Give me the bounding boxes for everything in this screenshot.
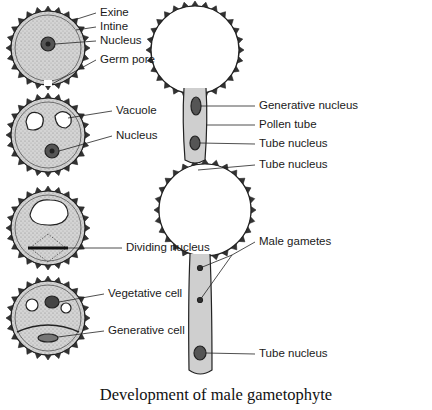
part-label: Generative cell xyxy=(108,325,185,337)
part-label: Male gametes xyxy=(259,236,331,248)
exine-spikes xyxy=(6,93,90,177)
part-label: Pollen tube xyxy=(259,119,317,131)
part-label: Vacuole xyxy=(116,105,157,117)
part-label: Tube nucleus xyxy=(259,348,328,360)
part-label: Tube nucleus xyxy=(259,159,328,171)
exine-spikes xyxy=(6,276,90,360)
part-label: Intine xyxy=(100,21,128,33)
pollen-grain xyxy=(11,98,85,172)
exine-spikes xyxy=(6,1,256,360)
part-label: Nucleus xyxy=(116,130,158,142)
exine-spikes xyxy=(146,1,244,99)
pollen-grain xyxy=(11,191,85,265)
leader-lines xyxy=(52,13,255,354)
part-label: Vegetative cell xyxy=(108,288,182,300)
exine-spikes xyxy=(6,186,90,270)
part-label: Exine xyxy=(100,7,129,19)
germinating-pollen xyxy=(151,6,239,174)
part-label: Nucleus xyxy=(100,35,142,47)
part-label: Generative nucleus xyxy=(259,100,358,112)
pollen-grain xyxy=(11,281,85,355)
part-label: Tube nucleus xyxy=(259,138,328,150)
part-label: Germ pore xyxy=(100,54,155,66)
pollen-grain xyxy=(11,11,85,86)
germinating-pollen xyxy=(159,164,251,374)
part-label: Dividing nucleus xyxy=(126,242,210,254)
figure-caption: Development of male gametophyte xyxy=(0,385,432,405)
